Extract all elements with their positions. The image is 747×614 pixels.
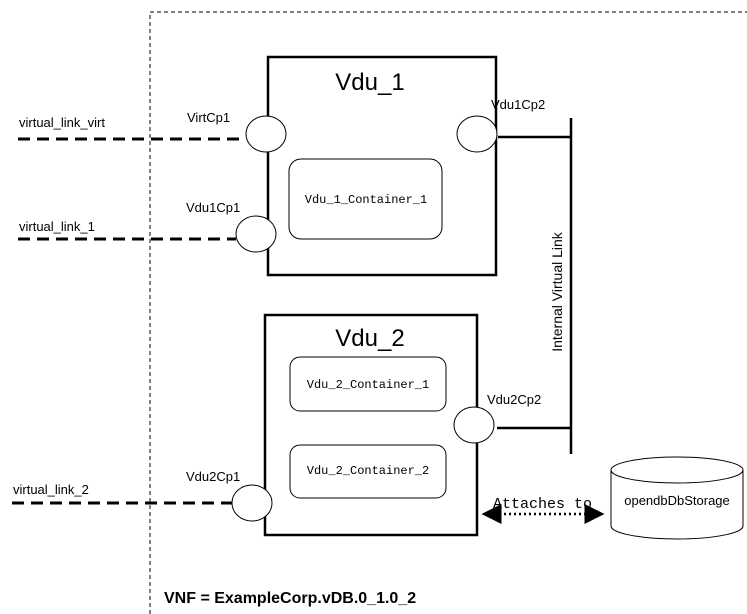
storage-cylinder-top bbox=[610, 456, 744, 484]
vdu1cp2-port bbox=[456, 115, 498, 153]
attaches-to-label: Attaches to bbox=[493, 496, 592, 513]
vnf-label: VNF = ExampleCorp.vDB.0_1.0_2 bbox=[164, 590, 416, 607]
label-virtual-link-virt: virtual_link_virt bbox=[19, 115, 105, 130]
internal-virtual-link-label: Internal Virtual Link bbox=[549, 231, 565, 352]
vdu2-container-2 bbox=[289, 444, 447, 499]
vdu1-container-1 bbox=[288, 158, 443, 240]
vdu2cp2-port bbox=[453, 406, 495, 444]
virtcp1-port bbox=[245, 115, 287, 153]
vdu2-container-1-label: Vdu_2_Container_1 bbox=[307, 378, 429, 392]
storage-label: opendbDbStorage bbox=[624, 493, 730, 508]
virtcp1-label: VirtCp1 bbox=[187, 110, 230, 125]
label-virtual-link-2: virtual_link_2 bbox=[13, 482, 89, 497]
vdu2-container-1 bbox=[289, 356, 447, 412]
vdu2cp2-label: Vdu2Cp2 bbox=[487, 392, 541, 407]
vdu2-title: Vdu_2 bbox=[335, 325, 404, 352]
vdu2-container-2-label: Vdu_2_Container_2 bbox=[307, 464, 429, 478]
vdu1-container-1-label: Vdu_1_Container_1 bbox=[305, 193, 427, 207]
vdu1cp1-label: Vdu1Cp1 bbox=[186, 200, 240, 215]
vdu1cp1-port bbox=[235, 215, 277, 253]
storage-cylinder-body bbox=[610, 470, 744, 540]
vdu2cp1-label: Vdu2Cp1 bbox=[186, 469, 240, 484]
vdu1-title: Vdu_1 bbox=[335, 69, 404, 96]
label-virtual-link-1: virtual_link_1 bbox=[19, 219, 95, 234]
vnf-boundary bbox=[149, 11, 747, 614]
vdu1cp2-label: Vdu1Cp2 bbox=[491, 97, 545, 112]
vdu2cp1-port bbox=[231, 484, 273, 522]
